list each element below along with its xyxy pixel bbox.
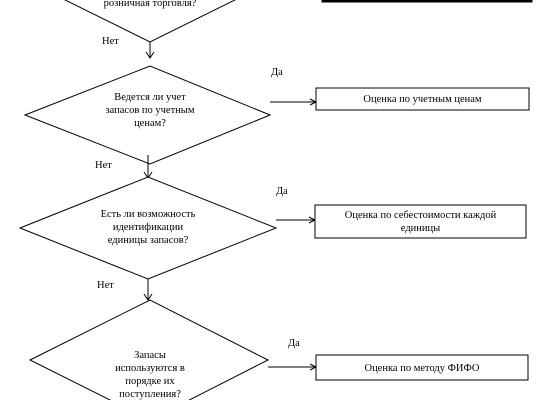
decision-diamond-0 bbox=[64, 0, 236, 43]
no-label-2: Нет bbox=[97, 280, 114, 291]
result-text-2: Оценка по себестоимости каждой единицы bbox=[344, 210, 497, 234]
decision-text-3: Запасы используются в порядке их поступл… bbox=[115, 350, 185, 400]
arrowhead-0 bbox=[145, 51, 155, 59]
decision-diamond-1 bbox=[23, 65, 272, 165]
no-label-1: Нет bbox=[95, 160, 112, 171]
no-label-0: Нет bbox=[102, 36, 119, 47]
result-box-2 bbox=[314, 204, 527, 239]
yes-label-1: Да bbox=[271, 67, 283, 78]
result-box-1 bbox=[315, 87, 530, 111]
decision-diamond-3 bbox=[28, 299, 270, 400]
arrowhead-2 bbox=[143, 293, 153, 301]
yes-label-3: Да bbox=[288, 338, 300, 349]
decision-text-2: Есть ли возможность идентификации единиц… bbox=[100, 209, 196, 246]
yes-label-2: Да bbox=[276, 186, 288, 197]
decision-diamond-2 bbox=[18, 176, 278, 280]
decision-text-1: Ведется ли учет запасов по учетным ценам… bbox=[105, 92, 195, 129]
result-text-3: Оценка по методу ФИФО bbox=[364, 363, 480, 374]
decision-text-0: розничная торговля? bbox=[103, 0, 197, 9]
result-text-1: Оценка по учетным ценам bbox=[363, 94, 482, 105]
result-box-3 bbox=[315, 354, 529, 381]
result-box-0 bbox=[321, 0, 533, 3]
